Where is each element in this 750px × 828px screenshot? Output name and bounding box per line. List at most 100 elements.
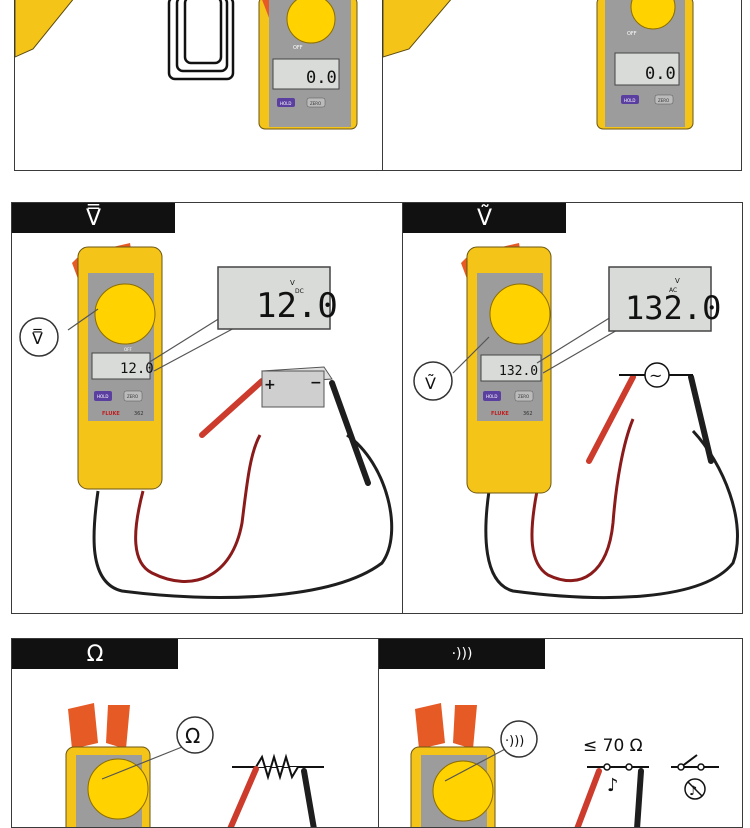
jaw-remnant bbox=[383, 0, 452, 58]
panel-top-left-illustration: OFF 0.0 HOLD ZERO bbox=[15, 0, 358, 130]
rotary-dial bbox=[432, 760, 494, 822]
callout-line bbox=[542, 328, 620, 374]
rotary-dial bbox=[489, 283, 551, 345]
panel-header: V̿ bbox=[12, 203, 175, 233]
zero-button[interactable] bbox=[654, 94, 674, 105]
zoomed-unit-v: V bbox=[675, 277, 680, 285]
panel-header: Ṽ bbox=[403, 203, 566, 233]
hold-button[interactable] bbox=[483, 391, 501, 401]
black-lead bbox=[484, 429, 739, 599]
switch-contact bbox=[697, 763, 705, 771]
resistance-callout bbox=[176, 716, 214, 754]
lcd-screen bbox=[614, 52, 680, 86]
black-probe bbox=[329, 380, 371, 486]
hold-label: HOLD bbox=[624, 98, 635, 103]
lcd-reading: 0.0 bbox=[645, 64, 676, 84]
hold-button[interactable] bbox=[94, 391, 112, 401]
hold-button[interactable] bbox=[277, 98, 295, 107]
callout-line bbox=[536, 316, 612, 364]
jaw bbox=[68, 703, 98, 749]
zero-button[interactable] bbox=[306, 97, 326, 108]
ac-voltage-symbol: Ṽ bbox=[476, 205, 493, 231]
panel-header: Ω bbox=[12, 639, 178, 669]
no-beep-slash bbox=[687, 781, 703, 797]
rotary-dial bbox=[94, 283, 156, 345]
red-lead bbox=[134, 434, 262, 583]
panel-ac-voltage-illustration: ~ 132.0 HOLD ZERO FLUKE 362 132.0 V AC Ṽ bbox=[413, 243, 739, 599]
dc-voltage-symbol: V̿ bbox=[85, 205, 102, 231]
ac-source-symbol: ~ bbox=[649, 366, 662, 385]
jaw bbox=[106, 705, 130, 749]
hold-label: HOLD bbox=[486, 394, 497, 399]
rotary-dial bbox=[630, 0, 676, 30]
hold-label: HOLD bbox=[280, 101, 291, 106]
lcd-screen bbox=[91, 352, 151, 380]
ac-voltage-callout-symbol: Ṽ bbox=[425, 374, 436, 393]
panel-top-right-illustration: OFF 0.0 HOLD ZERO bbox=[383, 0, 694, 130]
dial-off-label: OFF bbox=[124, 347, 132, 352]
switch-contact bbox=[677, 763, 685, 771]
zero-label: ZERO bbox=[658, 98, 669, 103]
resistance-symbol: Ω bbox=[86, 641, 104, 667]
callout-line bbox=[147, 312, 229, 364]
zoomed-reading: 12.0 bbox=[256, 286, 338, 326]
red-probe bbox=[199, 378, 265, 438]
switch-contact bbox=[603, 763, 611, 771]
zoomed-lcd bbox=[217, 266, 331, 330]
zero-label: ZERO bbox=[310, 101, 321, 106]
panel-continuity: ·))) ≤ 70 Ω ♪ ♪ ·))) bbox=[378, 638, 743, 828]
black-probe bbox=[688, 374, 714, 464]
callout-line bbox=[444, 746, 510, 782]
panel-dc-voltage: V̿ + − OFF 12.0 HOLD ZERO FLUKE 362 12.0… bbox=[11, 202, 404, 614]
black-probe bbox=[301, 768, 317, 827]
model-label: 362 bbox=[523, 411, 533, 417]
black-probe bbox=[634, 768, 644, 827]
panel-continuity-illustration: ≤ 70 Ω ♪ ♪ ·))) bbox=[410, 703, 719, 827]
continuity-callout-symbol: ·))) bbox=[505, 734, 524, 749]
rotary-dial bbox=[87, 758, 149, 820]
callout-line bbox=[67, 308, 99, 331]
zero-label: ZERO bbox=[127, 394, 138, 399]
zero-button[interactable] bbox=[514, 390, 534, 402]
hold-label: HOLD bbox=[97, 394, 108, 399]
dc-voltage-callout bbox=[19, 317, 59, 357]
zoomed-unit-type: DC bbox=[295, 288, 304, 295]
zero-button[interactable] bbox=[123, 390, 143, 402]
red-probe bbox=[574, 768, 602, 827]
switch-contact bbox=[625, 763, 633, 771]
battery-minus: − bbox=[310, 375, 322, 391]
battery bbox=[261, 370, 325, 408]
battery-plus: + bbox=[264, 377, 276, 393]
callout-line bbox=[101, 746, 183, 780]
red-probe bbox=[586, 374, 636, 464]
zoomed-unit-v: V bbox=[290, 279, 295, 287]
conductor-loop bbox=[175, 0, 229, 73]
callout-line bbox=[153, 325, 239, 372]
panel-header: ·))) bbox=[379, 639, 545, 669]
zoomed-reading: 132.0 bbox=[625, 289, 721, 327]
ac-source bbox=[644, 362, 670, 388]
model-label: 362 bbox=[134, 411, 144, 417]
rotary-dial bbox=[286, 0, 336, 44]
continuity-callout bbox=[500, 720, 538, 758]
panel-top-left: OFF 0.0 HOLD ZERO bbox=[14, 0, 384, 171]
lcd-screen bbox=[272, 58, 340, 90]
dc-voltage-callout-symbol: V̿ bbox=[32, 328, 43, 348]
hold-button[interactable] bbox=[621, 95, 639, 104]
conductor-loop bbox=[183, 0, 223, 65]
red-probe bbox=[227, 766, 259, 827]
jaw-remnant bbox=[15, 0, 74, 58]
callout-line bbox=[452, 336, 490, 374]
lcd-reading: 12.0 bbox=[120, 361, 154, 377]
no-beep-note: ♪ bbox=[689, 784, 697, 799]
dial-off-label: OFF bbox=[293, 45, 303, 51]
zero-label: ZERO bbox=[518, 394, 529, 399]
ac-voltage-callout bbox=[413, 361, 453, 401]
lcd-screen bbox=[480, 354, 542, 382]
beep-note-icon: ♪ bbox=[607, 775, 619, 796]
panel-resistance-illustration: Ω bbox=[65, 703, 324, 827]
black-lead bbox=[92, 433, 394, 600]
panel-dc-voltage-illustration: + − OFF 12.0 HOLD ZERO FLUKE 362 12.0 V … bbox=[19, 243, 394, 600]
continuity-symbol: ·))) bbox=[451, 646, 473, 662]
lcd-reading: 132.0 bbox=[499, 364, 538, 379]
